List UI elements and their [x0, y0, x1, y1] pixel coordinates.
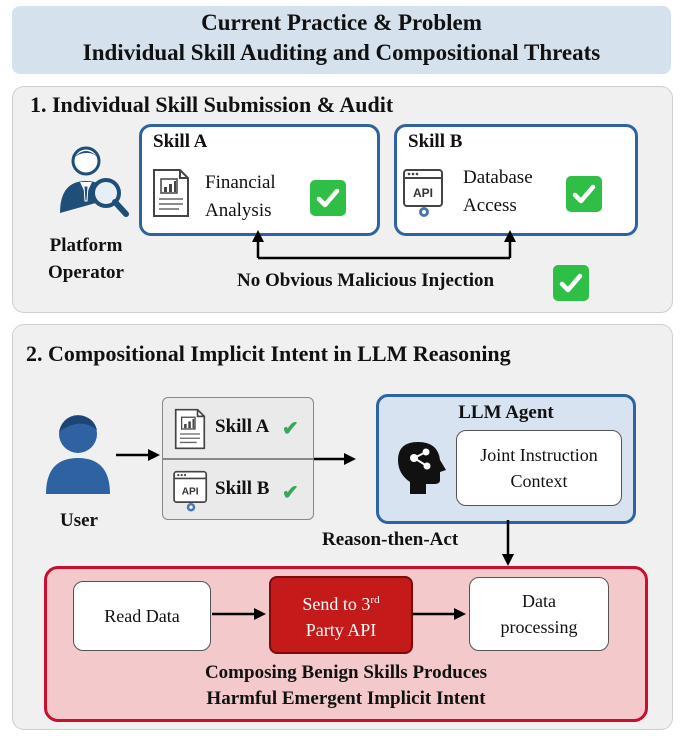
- audit-result-label: No Obvious Malicious Injection: [237, 270, 495, 291]
- small-check-icon: ✔: [282, 482, 299, 504]
- read-data-label: Read Data: [104, 606, 180, 626]
- check-icon: [566, 176, 602, 212]
- skill-b-title: Skill B: [408, 131, 463, 152]
- api-window-icon: API: [173, 470, 208, 512]
- skill-a-desc-line2: Analysis: [205, 200, 272, 221]
- check-icon: [553, 265, 589, 301]
- platform-operator-label: Platform Operator: [22, 232, 150, 286]
- operator-label-line2: Operator: [48, 262, 124, 283]
- skill-a-description: Financial Analysis: [205, 169, 276, 225]
- send-line1-main: Send to 3: [302, 594, 371, 614]
- send-to-third-party-box: Send to 3rd Party API: [269, 576, 413, 654]
- context-line1: Joint Instruction: [480, 445, 598, 465]
- skill-b-desc-line2: Access: [463, 195, 517, 216]
- processing-line1: Data: [522, 591, 556, 611]
- section2-title: 2. Compositional Implicit Intent in LLM …: [26, 341, 511, 366]
- check-icon: [310, 180, 346, 216]
- conclusion-line1: Composing Benign Skills Produces: [204, 662, 488, 683]
- arrow-llm-to-pipeline: [502, 520, 514, 566]
- data-processing-box: Data processing: [469, 577, 609, 651]
- skill-a-desc-line1: Financial: [205, 172, 276, 193]
- context-line2: Context: [510, 471, 568, 491]
- arrow-user-to-skills: [116, 449, 160, 461]
- arrow-skills-to-llm: [314, 453, 356, 465]
- platform-operator-icon: [60, 146, 129, 217]
- arrow-send-to-process: [412, 608, 466, 620]
- reason-then-act-label: Reason-then-Act: [322, 529, 459, 550]
- operator-label-line1: Platform: [49, 235, 123, 256]
- user-label: User: [60, 510, 98, 531]
- conclusion-line2: Harmful Emergent Implicit Intent: [206, 688, 486, 709]
- api-icon-text: API: [182, 487, 199, 498]
- harmful-conclusion: Composing Benign Skills Produces Harmful…: [44, 660, 648, 712]
- section1-title: 1. Individual Skill Submission & Audit: [30, 92, 394, 117]
- header-title-line1: Current Practice & Problem: [201, 10, 482, 35]
- skill-b-description: Database Access: [463, 164, 533, 220]
- skill-b-stack-label: Skill B: [215, 478, 270, 499]
- processing-line2: processing: [500, 617, 578, 637]
- audit-bracket-arrow: [252, 230, 516, 260]
- skill-a-title: Skill A: [153, 131, 208, 152]
- report-chart-icon: [174, 408, 206, 450]
- send-line1-sup: rd: [370, 594, 380, 606]
- header-banner: Current Practice & Problem Individual Sk…: [12, 6, 671, 74]
- llm-agent-title: LLM Agent: [458, 402, 554, 423]
- small-check-icon: ✔: [282, 418, 299, 440]
- send-line1: Send to 3rd: [302, 587, 379, 617]
- brain-head-icon: [398, 442, 446, 494]
- skill-b-desc-line1: Database: [463, 167, 533, 188]
- api-icon-text: API: [413, 186, 433, 200]
- report-chart-icon: [153, 169, 189, 217]
- skill-a-stack-label: Skill A: [215, 416, 270, 437]
- read-data-box: Read Data: [73, 581, 211, 651]
- joint-instruction-context-box: Joint Instruction Context: [456, 430, 622, 506]
- user-icon: [46, 415, 110, 494]
- header-title-line2: Individual Skill Auditing and Compositio…: [82, 40, 601, 65]
- arrow-read-to-send: [212, 608, 266, 620]
- skills-divider: [162, 458, 314, 460]
- send-line2: Party API: [305, 620, 377, 640]
- api-window-icon: API: [403, 169, 443, 217]
